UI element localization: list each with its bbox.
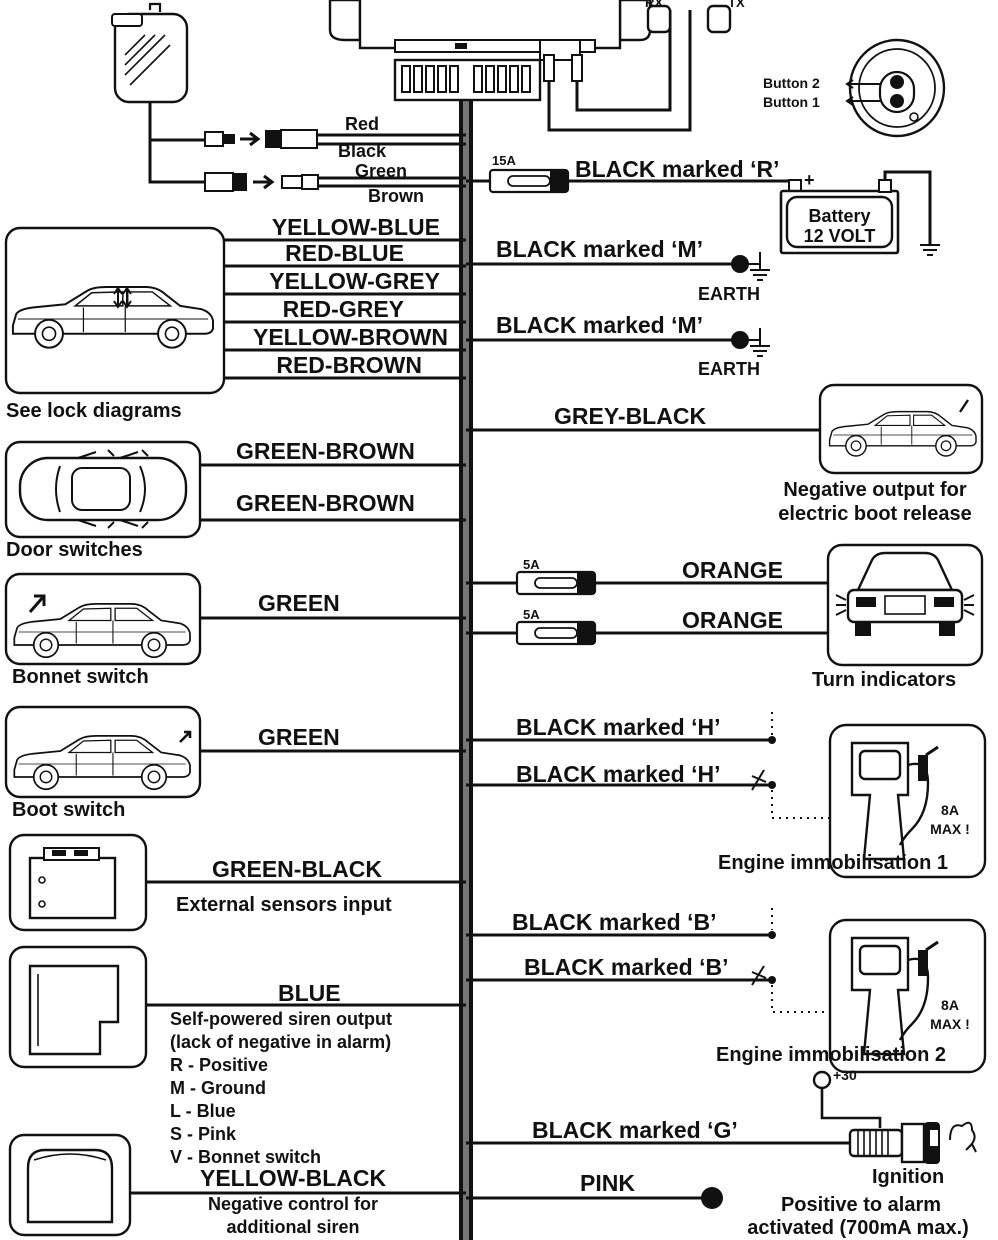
door-switches-box xyxy=(4,440,466,539)
immob1-caption: Engine immobilisation 1 xyxy=(718,852,949,874)
lock-wire-5: YELLOW-BROWN xyxy=(252,324,448,350)
pink-caption-1: Positive to alarm xyxy=(780,1194,942,1216)
pink-wire xyxy=(466,1187,723,1209)
turn-wire-1-label: ORANGE xyxy=(682,557,783,583)
boot-caption: Boot switch xyxy=(12,799,126,821)
door-caption: Door switches xyxy=(6,539,143,561)
black-g-label: BLACK marked ‘G’ xyxy=(532,1117,738,1143)
boot-release-caption-2: electric boot release xyxy=(778,503,972,525)
green-black-label: GREEN-BLACK xyxy=(212,856,382,882)
immob2-rating-1: 8A xyxy=(941,997,959,1013)
siren-line-5: L - Blue xyxy=(170,1101,236,1121)
add-siren-caption-1: Negative control for xyxy=(207,1194,379,1214)
immob1-rating-1: 8A xyxy=(941,802,959,818)
immobilisation-1 xyxy=(466,712,987,879)
ignition-wiring xyxy=(466,1070,882,1145)
immob2-caption: Engine immobilisation 2 xyxy=(716,1044,947,1066)
siren-line-6: S - Pink xyxy=(170,1124,237,1144)
boot-release-box xyxy=(466,383,984,475)
tx-label: TX xyxy=(728,0,745,10)
rf-connector-2 xyxy=(204,172,466,192)
siren-box xyxy=(8,945,466,1069)
sensors-caption: External sensors input xyxy=(176,894,392,916)
rf-module xyxy=(111,2,189,120)
battery xyxy=(779,170,940,256)
lock-caption: See lock diagrams xyxy=(6,400,182,422)
grey-black-label: GREY-BLACK xyxy=(554,403,707,429)
turn-caption: Turn indicators xyxy=(812,669,957,691)
bonnet-caption: Bonnet switch xyxy=(12,666,149,688)
ignition-switch xyxy=(848,1121,977,1164)
turn-indicator-wiring xyxy=(466,570,828,646)
pink-caption-2: activated (700mA max.) xyxy=(747,1217,969,1239)
wire-black-label: Black xyxy=(338,141,387,161)
rf-connector-1 xyxy=(204,129,466,149)
bonnet-wire-label: GREEN xyxy=(258,590,340,616)
lock-wire-3: YELLOW-GREY xyxy=(269,268,440,294)
black-r-label: BLACK marked ‘R’ xyxy=(575,156,780,182)
siren-line-1: Self-powered siren output xyxy=(170,1009,393,1029)
lock-wires xyxy=(224,238,466,380)
battery-label-1: Battery xyxy=(808,206,871,226)
key-fob xyxy=(845,38,946,138)
sensors-box xyxy=(8,833,466,932)
ignition-caption: Ignition xyxy=(872,1166,945,1188)
earth-1-caption: EARTH xyxy=(698,284,760,304)
battery-wiring xyxy=(466,168,802,194)
lock-wire-6: RED-BROWN xyxy=(276,352,422,378)
blue-wire-label: BLUE xyxy=(278,980,341,1006)
pink-wire-label: PINK xyxy=(580,1170,635,1196)
wire-green-label: Green xyxy=(355,161,408,181)
turn-fuse-2-rating: 5A xyxy=(523,607,540,622)
earth-wires xyxy=(466,252,770,357)
door-wire-2-label: GREEN-BROWN xyxy=(236,490,415,516)
tx-connector xyxy=(706,4,732,34)
immobilisation-2 xyxy=(466,908,987,1074)
siren-line-2: (lack of negative in alarm) xyxy=(170,1032,392,1052)
lock-wire-1: YELLOW-BLUE xyxy=(271,214,440,240)
fob-button-2-label: Button 2 xyxy=(763,75,820,91)
lock-car-box xyxy=(4,226,226,395)
rx-connector xyxy=(646,4,672,34)
immob1-wire-1-label: BLACK marked ‘H’ xyxy=(516,714,721,740)
battery-label-2: 12 VOLT xyxy=(803,226,876,246)
boot-wire-label: GREEN xyxy=(258,724,340,750)
door-wire-1-label: GREEN-BROWN xyxy=(236,438,415,464)
control-unit xyxy=(328,0,692,132)
lock-wire-2: RED-BLUE xyxy=(285,240,404,266)
yellow-black-label: YELLOW-BLACK xyxy=(200,1165,387,1191)
wire-red-label: Red xyxy=(345,114,380,134)
plus30-label: +30 xyxy=(833,1067,857,1083)
main-fuse-rating: 15A xyxy=(492,153,516,168)
fob-button-1-label: Button 1 xyxy=(763,94,820,110)
immob2-wire-1-label: BLACK marked ‘B’ xyxy=(512,909,717,935)
earth-1-label: BLACK marked ‘M’ xyxy=(496,236,704,262)
add-siren-caption-2: additional siren xyxy=(226,1217,360,1237)
turn-fuse-1-rating: 5A xyxy=(523,557,540,572)
immob2-wire-2-label: BLACK marked ‘B’ xyxy=(524,954,729,980)
bonnet-switch-box xyxy=(4,572,466,666)
turn-wire-2-label: ORANGE xyxy=(682,607,783,633)
turn-indicator-box xyxy=(826,543,984,667)
immob1-wire-2-label: BLACK marked ‘H’ xyxy=(516,761,721,787)
wire-brown-label: Brown xyxy=(368,186,424,206)
battery-plus: + xyxy=(804,170,815,190)
immob2-rating-2: MAX ! xyxy=(930,1016,970,1032)
rx-label: RX xyxy=(645,0,664,10)
immob1-rating-2: MAX ! xyxy=(930,821,970,837)
lock-wire-4: RED-GREY xyxy=(282,296,404,322)
boot-release-caption-1: Negative output for xyxy=(783,479,967,501)
additional-siren-box xyxy=(8,1133,466,1237)
boot-switch-box xyxy=(4,705,466,799)
siren-line-4: M - Ground xyxy=(170,1078,266,1098)
siren-line-3: R - Positive xyxy=(170,1055,269,1075)
earth-2-label: BLACK marked ‘M’ xyxy=(496,312,704,338)
siren-line-7: V - Bonnet switch xyxy=(170,1147,322,1167)
earth-2-caption: EARTH xyxy=(698,359,760,379)
